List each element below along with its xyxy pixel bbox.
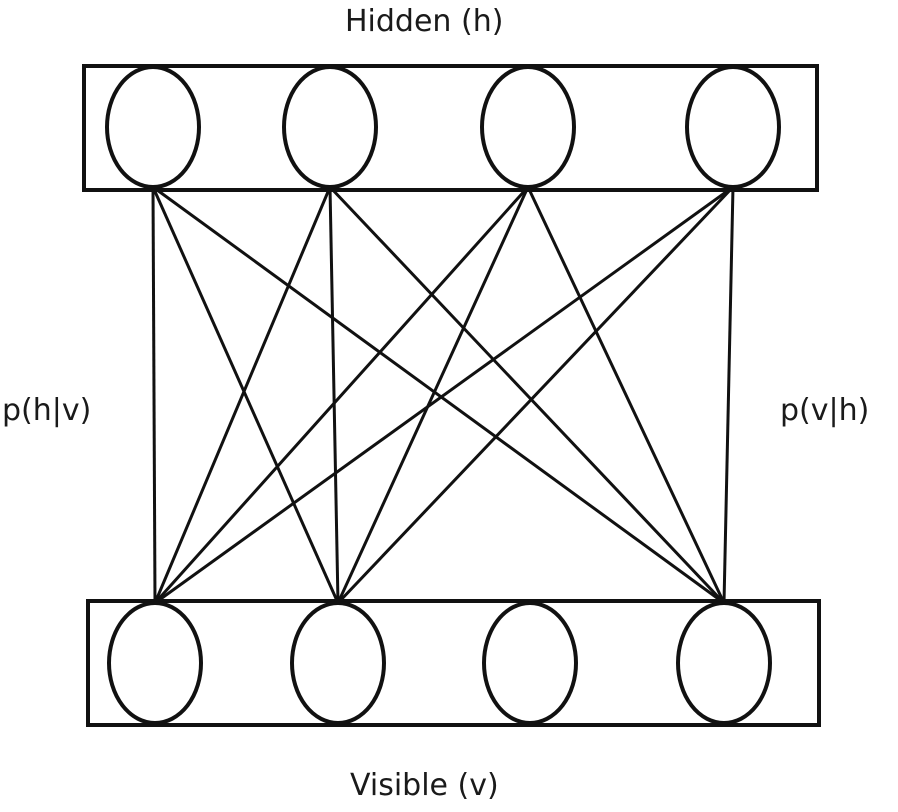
connection-h4-v2 xyxy=(336,185,735,605)
connection-h1-v2 xyxy=(151,186,340,604)
connection-h3-v2 xyxy=(336,186,530,604)
visible-unit-3 xyxy=(482,601,578,725)
connection-h1-v4 xyxy=(152,185,725,605)
hidden-unit-3 xyxy=(480,65,576,189)
visible-unit-1 xyxy=(107,601,203,725)
connection-h3-v4 xyxy=(526,186,726,604)
connection-h2-v2 xyxy=(328,186,340,604)
hidden-layer-box xyxy=(82,64,819,192)
connection-h4-v4 xyxy=(722,186,735,604)
visible-unit-4 xyxy=(676,601,772,725)
visible-layer-label: Visible (v) xyxy=(350,768,499,803)
connection-h4-v1 xyxy=(154,185,734,605)
hidden-unit-1 xyxy=(105,65,201,189)
hidden-unit-2 xyxy=(282,65,378,189)
p-h-given-v-label: p(h|v) xyxy=(2,393,92,428)
hidden-unit-4 xyxy=(685,65,781,189)
visible-unit-2 xyxy=(290,601,386,725)
visible-layer-box xyxy=(86,599,821,727)
connection-h3-v1 xyxy=(153,185,530,605)
p-v-given-h-label: p(v|h) xyxy=(780,393,870,428)
connection-h2-v4 xyxy=(328,185,726,605)
connection-h2-v1 xyxy=(153,186,332,604)
connection-h1-v1 xyxy=(151,186,157,604)
hidden-layer-label: Hidden (h) xyxy=(345,4,504,39)
